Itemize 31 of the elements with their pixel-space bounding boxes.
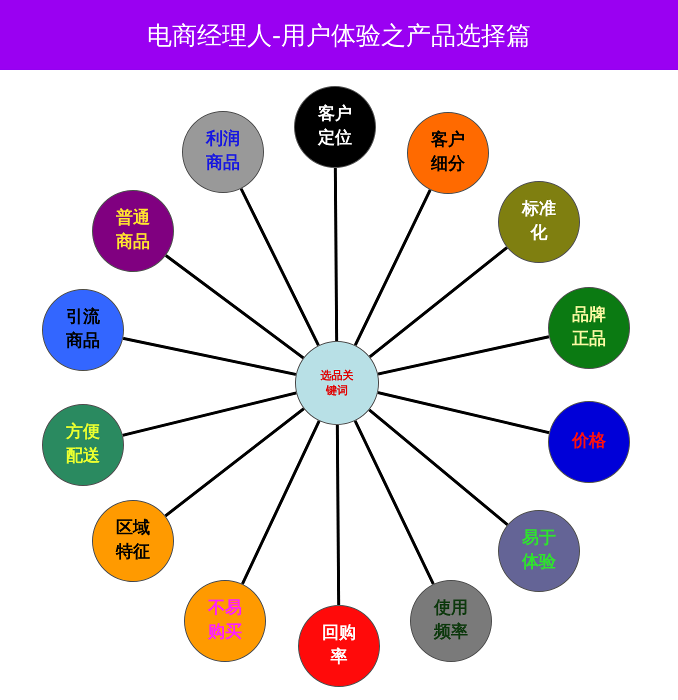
connector-line [354,189,432,346]
keyword-label: 价格 [570,430,607,454]
keyword-label: 客户定位 [317,103,353,150]
connector-line [334,168,338,341]
connector-line [240,188,320,346]
connector-line [122,336,296,376]
connector-line [378,391,550,434]
connector-line [164,408,305,518]
keyword-label: 区域特征 [115,517,151,564]
connector-line [368,246,508,358]
keyword-label: 利润商品 [205,128,241,175]
keyword-circle [295,341,379,425]
keyword-label: 引流商品 [65,306,101,353]
keyword-label: 不易购买 [207,597,243,644]
keyword-label: 客户细分 [430,129,466,176]
connector-line [336,424,340,606]
keyword-label: 选品关键词 [320,368,354,398]
connector-line [354,420,435,585]
connector-line [164,254,304,360]
keyword-label: 方便配送 [65,421,101,468]
connector-line [368,408,508,526]
connector-line [122,392,297,437]
keyword-label: 标准化 [521,198,557,245]
connector-line [241,420,320,585]
keyword-label: 普通商品 [115,207,151,254]
keyword-label: 使用频率 [433,597,469,644]
keyword-label: 品牌正品 [571,304,607,351]
keyword-label: 回购率 [321,622,357,669]
keyword-label: 易于体验 [521,527,557,574]
connector-line [378,335,550,376]
title: 电商经理人-用户体验之产品选择篇 [146,20,532,52]
